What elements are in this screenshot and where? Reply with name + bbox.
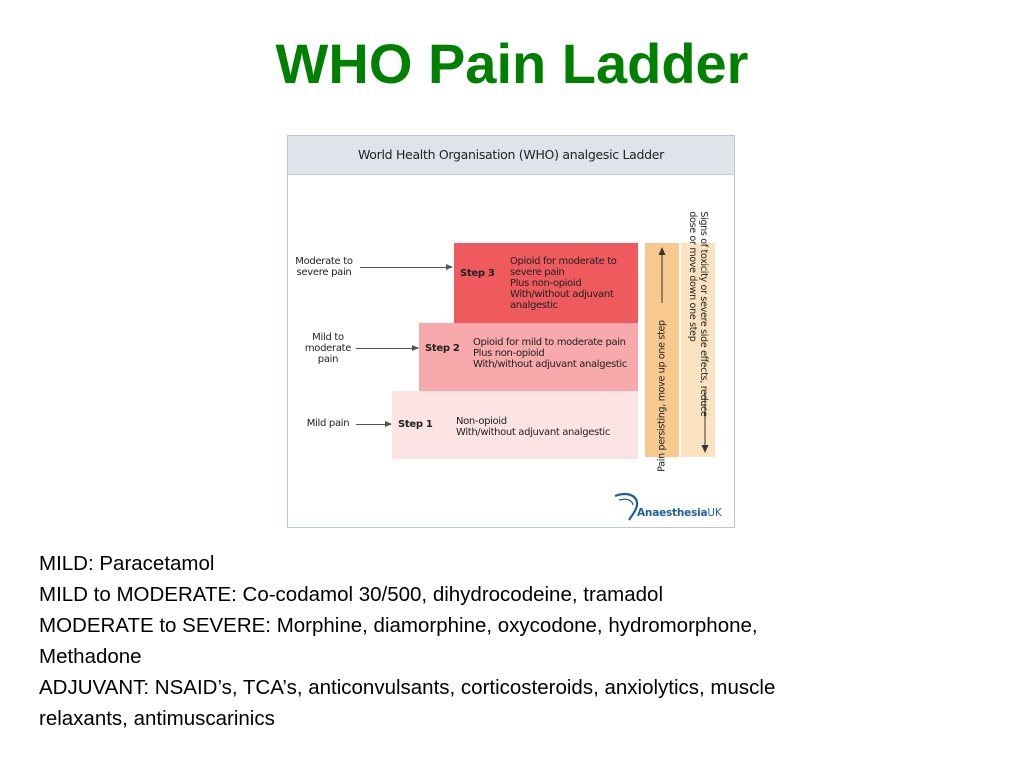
pain-label-moderate-severe: Moderate to severe pain: [290, 256, 358, 278]
step-text-line: analgestic: [510, 300, 558, 311]
figure-header: World Health Organisation (WHO) analgesi…: [288, 136, 734, 175]
pain-label-line: moderate: [304, 343, 352, 354]
arrow-to-step1: [356, 421, 392, 427]
step2-label: Step 2: [425, 343, 460, 354]
arrow-down-icon: [701, 393, 709, 453]
logo-name: Anaesthesia: [637, 507, 708, 519]
note-line: ADJUVANT: NSAID’s, TCA’s, anticonvulsant…: [39, 676, 776, 699]
pain-label-line: Mild pain: [306, 418, 350, 429]
move-down-text-line: Signs of toxicity or severe side effects…: [698, 211, 709, 417]
step-text-line: severe pain: [510, 267, 565, 278]
step-text-line: Opioid for moderate to: [510, 256, 617, 267]
analgesic-ladder-figure: World Health Organisation (WHO) analgesi…: [287, 135, 735, 528]
step-text-line: Plus non-opioid: [473, 348, 545, 359]
figure-header-text: World Health Organisation (WHO) analgesi…: [357, 147, 665, 162]
step3-box: Step 3 Opioid for moderate to severe pai…: [454, 243, 638, 323]
step-text-line: Opioid for mild to moderate pain: [473, 337, 626, 348]
note-line: MILD: Paracetamol: [39, 552, 215, 575]
slide-title: WHO Pain Ladder: [275, 32, 749, 95]
step-text-line: With/without adjuvant: [510, 289, 614, 300]
note-line: MODERATE to SEVERE: Morphine, diamorphin…: [39, 614, 758, 637]
step2-text: Opioid for mild to moderate pain Plus no…: [473, 337, 627, 370]
step1-text: Non-opioid With/without adjuvant analges…: [456, 416, 610, 438]
note-line: Methadone: [39, 645, 142, 668]
move-down-text: Signs of toxicity or severe side effects…: [687, 211, 709, 416]
pain-label-mild: Mild pain: [302, 418, 354, 429]
arrow-up-icon: [658, 247, 666, 303]
step3-label: Step 3: [460, 268, 495, 279]
step1-label: Step 1: [398, 419, 433, 430]
anaesthesia-uk-logo: AnaesthesiaUK: [613, 492, 728, 524]
arrow-to-step3: [360, 264, 453, 270]
note-line: MILD to MODERATE: Co-codamol 30/500, dih…: [39, 583, 664, 606]
note-line: relaxants, antimuscarinics: [39, 707, 275, 730]
move-down-text-line: dose or move down one step: [687, 211, 698, 342]
logo-suffix: UK: [707, 507, 722, 519]
step1-box: Step 1 Non-opioid With/without adjuvant …: [392, 391, 638, 459]
step-text-line: Plus non-opioid: [510, 278, 582, 289]
arrow-to-step2: [356, 345, 419, 351]
step3-text: Opioid for moderate to severe pain Plus …: [510, 256, 617, 311]
swoosh-logo-icon: [614, 492, 639, 521]
logo-text: AnaesthesiaUK: [637, 507, 722, 519]
move-up-text: Pain persisting, move up one step: [656, 320, 668, 472]
step-text-line: With/without adjuvant analgestic: [473, 359, 628, 370]
step-text-line: Non-opioid: [456, 416, 507, 427]
drug-notes: MILD: Paracetamol MILD to MODERATE: Co-c…: [39, 548, 989, 734]
pain-label-line: pain: [317, 354, 339, 365]
move-up-bar: Pain persisting, move up one step: [645, 243, 679, 472]
pain-label-mild-moderate: Mild to moderate pain: [298, 332, 358, 365]
pain-label-line: severe pain: [296, 267, 352, 278]
step-text-line: With/without adjuvant analgestic: [456, 427, 611, 438]
step2-box: Step 2 Opioid for mild to moderate pain …: [419, 323, 638, 391]
pain-label-line: Mild to: [312, 332, 344, 343]
move-down-bar: Signs of toxicity or severe side effects…: [681, 211, 715, 457]
pain-label-line: Moderate to: [295, 256, 353, 267]
